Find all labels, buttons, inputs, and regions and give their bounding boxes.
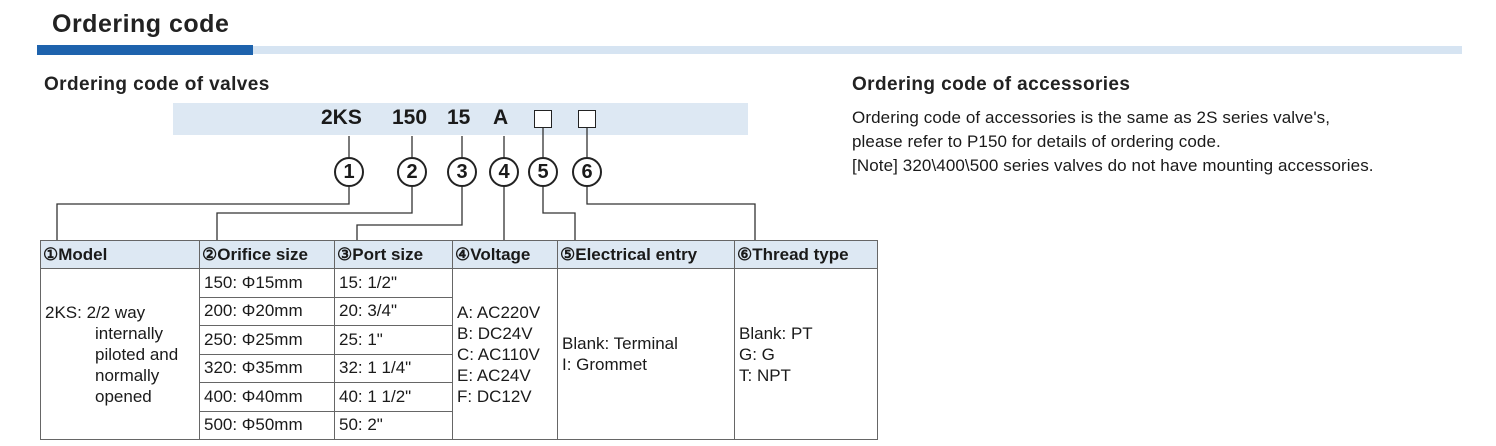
orifice-cell: 250: Φ25mm xyxy=(199,325,335,355)
thread-option: T: NPT xyxy=(739,365,791,385)
table-row: 320: Φ35mm 32: 1 1/4" xyxy=(41,353,878,383)
model-code: 2KS: 2/2 way xyxy=(45,302,146,322)
table-header-row: ①Model ②Orifice size ③Port size ④Voltage… xyxy=(40,240,878,269)
thread-option: Blank: PT xyxy=(739,323,813,343)
marker-1: 1 xyxy=(334,157,364,187)
orifice-cell: 500: Φ50mm xyxy=(199,410,335,440)
voltage-option: A: AC220V xyxy=(457,302,541,322)
accessories-line: Ordering code of accessories is the same… xyxy=(852,108,1331,127)
voltage-option: F: DC12V xyxy=(457,386,532,406)
marker-6: 6 xyxy=(572,157,602,187)
model-desc-line: piloted and xyxy=(95,344,179,364)
valves-heading: Ordering code of valves xyxy=(44,74,270,95)
table-row: 500: Φ50mm 50: 2" xyxy=(41,410,878,440)
marker-3: 3 xyxy=(447,157,477,187)
accessories-note: [Note] 320\400\500 series valves do not … xyxy=(852,156,1374,175)
orifice-cell: 200: Φ20mm xyxy=(199,296,335,326)
port-cell: 32: 1 1/4" xyxy=(334,353,453,383)
port-cell: 25: 1" xyxy=(334,325,453,355)
accessories-description: Ordering code of accessories is the same… xyxy=(852,106,1374,178)
code-voltage: A xyxy=(493,106,509,129)
page-title: Ordering code xyxy=(52,10,230,38)
entry-option: Blank: Terminal xyxy=(562,334,678,353)
title-underline-accent xyxy=(37,45,253,55)
header-orifice-size: ②Orifice size xyxy=(199,240,335,269)
callout-connector-lines xyxy=(56,128,756,240)
code-port: 15 xyxy=(447,106,471,129)
header-model: ①Model xyxy=(40,240,200,269)
marker-2: 2 xyxy=(397,157,427,187)
port-cell: 50: 2" xyxy=(334,410,453,440)
model-desc-line: internally xyxy=(95,323,164,343)
table-row: 250: Φ25mm 25: 1" xyxy=(41,325,878,355)
table-row: 2KS: 2/2 way internally piloted and norm… xyxy=(40,268,878,440)
code-thread-placeholder-box xyxy=(578,110,596,128)
accessories-heading: Ordering code of accessories xyxy=(852,74,1131,95)
code-entry-placeholder-box xyxy=(534,110,552,128)
voltage-option: C: AC110V xyxy=(457,344,540,364)
marker-5: 5 xyxy=(528,157,558,187)
voltage-cell: A: AC220V B: DC24V C: AC110V E: AC24V F:… xyxy=(452,268,558,440)
thread-option: G: G xyxy=(739,344,775,364)
header-voltage: ④Voltage xyxy=(452,240,558,269)
code-orifice: 150 xyxy=(392,106,428,129)
voltage-option: E: AC24V xyxy=(457,365,531,385)
entry-option: I: Grommet xyxy=(562,355,648,374)
model-desc-line: normally xyxy=(95,365,160,385)
orifice-cell: 320: Φ35mm xyxy=(199,353,335,383)
marker-4: 4 xyxy=(489,157,519,187)
orifice-cell: 400: Φ40mm xyxy=(199,382,335,412)
model-cell: 2KS: 2/2 way internally piloted and norm… xyxy=(40,268,200,440)
port-cell: 15: 1/2" xyxy=(334,268,453,298)
entry-cell: Blank: Terminal I: Grommet xyxy=(557,268,735,440)
header-thread-type: ⑥Thread type xyxy=(734,240,878,269)
port-cell: 20: 3/4" xyxy=(334,296,453,326)
model-desc-line: opened xyxy=(95,386,152,406)
header-electrical-entry: ⑤Electrical entry xyxy=(557,240,735,269)
header-port-size: ③Port size xyxy=(334,240,453,269)
ordering-code-table: ①Model ②Orifice size ③Port size ④Voltage… xyxy=(40,240,878,440)
accessories-line: please refer to P150 for details of orde… xyxy=(852,132,1221,151)
table-row: 400: Φ40mm 40: 1 1/2" xyxy=(41,382,878,412)
voltage-option: B: DC24V xyxy=(457,323,533,343)
port-cell: 40: 1 1/2" xyxy=(334,382,453,412)
thread-cell: Blank: PT G: G T: NPT xyxy=(734,268,878,440)
orifice-cell: 150: Φ15mm xyxy=(199,268,335,298)
code-model: 2KS xyxy=(321,106,362,129)
title-underline-rule xyxy=(253,46,1462,54)
ordering-code-band xyxy=(173,103,748,135)
